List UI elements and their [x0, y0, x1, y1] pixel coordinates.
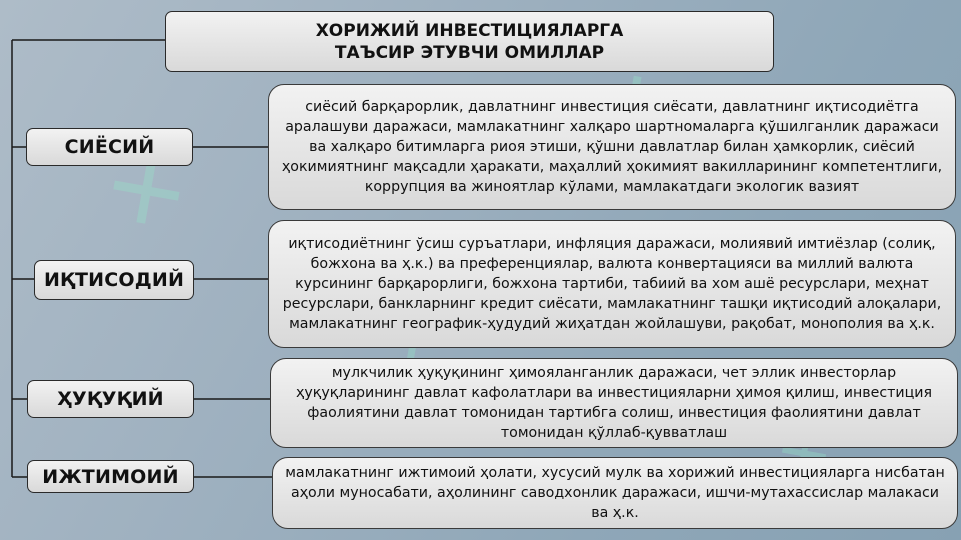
factor-description-political: сиёсий барқарорлик, давлатнинг инвестици… [268, 84, 956, 210]
factor-description-economic: иқтисодиётнинг ўсиш суръатлари, инфляция… [268, 220, 956, 348]
diagram-title: ХОРИЖИЙ ИНВЕСТИЦИЯЛАРГА ТАЪСИР ЭТУВЧИ ОМ… [165, 11, 774, 72]
factor-label-political: СИЁСИЙ [26, 128, 193, 166]
factor-description-legal: мулкчилик ҳуқуқининг ҳимояланганлик дара… [270, 358, 958, 448]
title-line-1: ХОРИЖИЙ ИНВЕСТИЦИЯЛАРГА [315, 20, 624, 41]
title-line-2: ТАЪСИР ЭТУВЧИ ОМИЛЛАР [334, 42, 605, 63]
factor-label-social: ИЖТИМОИЙ [27, 460, 194, 493]
factor-label-economic: ИҚТИСОДИЙ [34, 260, 194, 300]
factor-description-social: мамлакатнинг ижтимоий ҳолати, хусусий му… [272, 457, 958, 529]
factor-label-legal: ҲУҚУҚИЙ [27, 380, 194, 418]
